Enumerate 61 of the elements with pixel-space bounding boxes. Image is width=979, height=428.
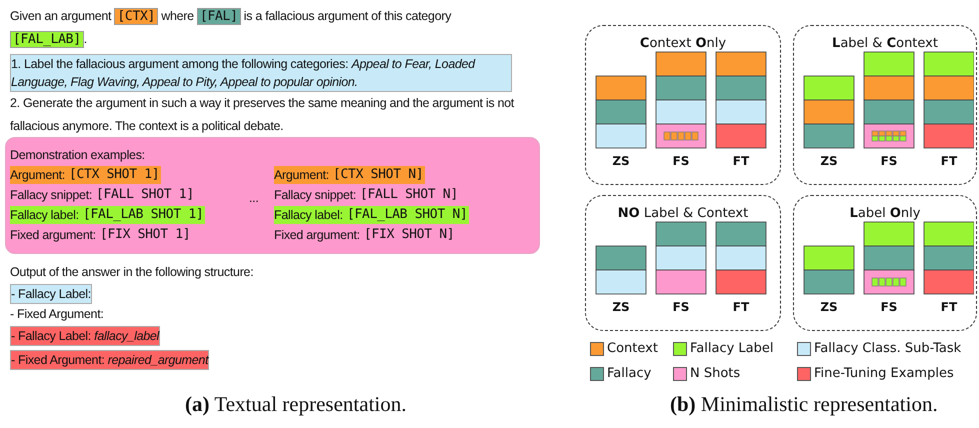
field-label: Argument: — [10, 166, 69, 184]
panel-title: NO Label & Context — [616, 206, 750, 221]
bar-label: FT — [732, 300, 750, 314]
instruction-text: Output of the answer in the following structure: — [10, 264, 254, 281]
output-field-text: - Fixed Argument: — [10, 306, 104, 323]
figure-caption: (a) Textual representation. — [185, 392, 406, 417]
instruction-text: Given an argument — [10, 9, 112, 23]
placeholder-tag: [FIX SHOT 1] — [100, 226, 192, 244]
bar-label: FS — [880, 154, 898, 168]
bar-label: ZS — [611, 300, 631, 314]
legend-label: Fine-Tuning Examples — [814, 366, 954, 381]
panel-title: Context Only — [638, 36, 728, 51]
bar-label: ZS — [611, 154, 631, 168]
placeholder-tag: [CTX] — [114, 8, 158, 25]
bar-label: ZS — [819, 154, 839, 168]
field-label: Fixed argument: — [10, 227, 97, 244]
placeholder-tag: [FIX SHOT N] — [364, 226, 456, 244]
instruction-text: 1. Label the fallacious argument among the following categories: Appeal to Fear, Loaded Language, Flag Waving, Appeal to Pity, Appeal to popular opinion. — [10, 54, 512, 92]
bar-label: FT — [732, 154, 750, 168]
output-field-text: - Fixed Argument: repaired_argument — [10, 350, 210, 370]
bar-label: FS — [672, 300, 690, 314]
legend-label: Fallacy — [607, 366, 652, 381]
panel-title: Label & Context — [831, 36, 939, 51]
placeholder-tag: [FALL SHOT 1] — [96, 186, 196, 204]
placeholder-tag: [FAL_LAB SHOT 1] — [83, 206, 206, 224]
placeholder-tag: [FAL_LAB SHOT N] — [347, 206, 470, 224]
instruction-text: . — [84, 32, 87, 46]
field-label: Fallacy snippet: — [274, 187, 358, 204]
output-field-text: - Fallacy Label: — [10, 284, 92, 304]
demonstration-box — [5, 137, 540, 254]
box-heading: Demonstration examples: — [10, 147, 145, 164]
legend-label: N Shots — [690, 366, 740, 381]
field-label: Fallacy label: — [274, 206, 347, 224]
bar-label: FS — [880, 300, 898, 314]
instruction-text: is a fallacious argument of this category — [244, 9, 452, 23]
legend-label: Fallacy Class. Sub-Task — [814, 341, 962, 356]
bar-label: ZS — [819, 300, 839, 314]
placeholder-tag: [FAL] — [196, 8, 241, 25]
ellipsis: ... — [249, 190, 259, 207]
bar-label: FS — [672, 154, 690, 168]
panel-title: Label Only — [848, 206, 922, 221]
field-label: Fallacy snippet: — [10, 187, 94, 204]
legend-label: Fallacy Label — [690, 341, 774, 356]
placeholder-tag: [FAL_LAB] — [10, 31, 84, 48]
instruction-text: 2. Generate the argument in such a way it preserves the same meaning and the argument is not fallacious anymore. The context is a political debate. — [10, 95, 516, 135]
dashed-panel — [793, 195, 977, 331]
field-label: Fixed argument: — [274, 227, 361, 244]
field-label: Fallacy label: — [10, 206, 83, 224]
instruction-text: where — [161, 9, 194, 23]
field-label: Argument: — [274, 166, 333, 184]
placeholder-tag: [CTX SHOT 1] — [69, 166, 162, 184]
dashed-panel — [585, 25, 781, 185]
placeholder-tag: [FALL SHOT N] — [360, 186, 460, 204]
output-field-text: - Fallacy Label: fallacy_label — [10, 326, 160, 346]
bar-label: FT — [940, 300, 958, 314]
placeholder-tag: [CTX SHOT N] — [333, 166, 426, 184]
bar-label: FT — [940, 154, 958, 168]
legend-label: Context — [607, 341, 658, 356]
dashed-panel — [585, 195, 781, 331]
figure-caption: (b) Minimalistic representation. — [670, 392, 938, 417]
dashed-panel — [793, 25, 977, 185]
